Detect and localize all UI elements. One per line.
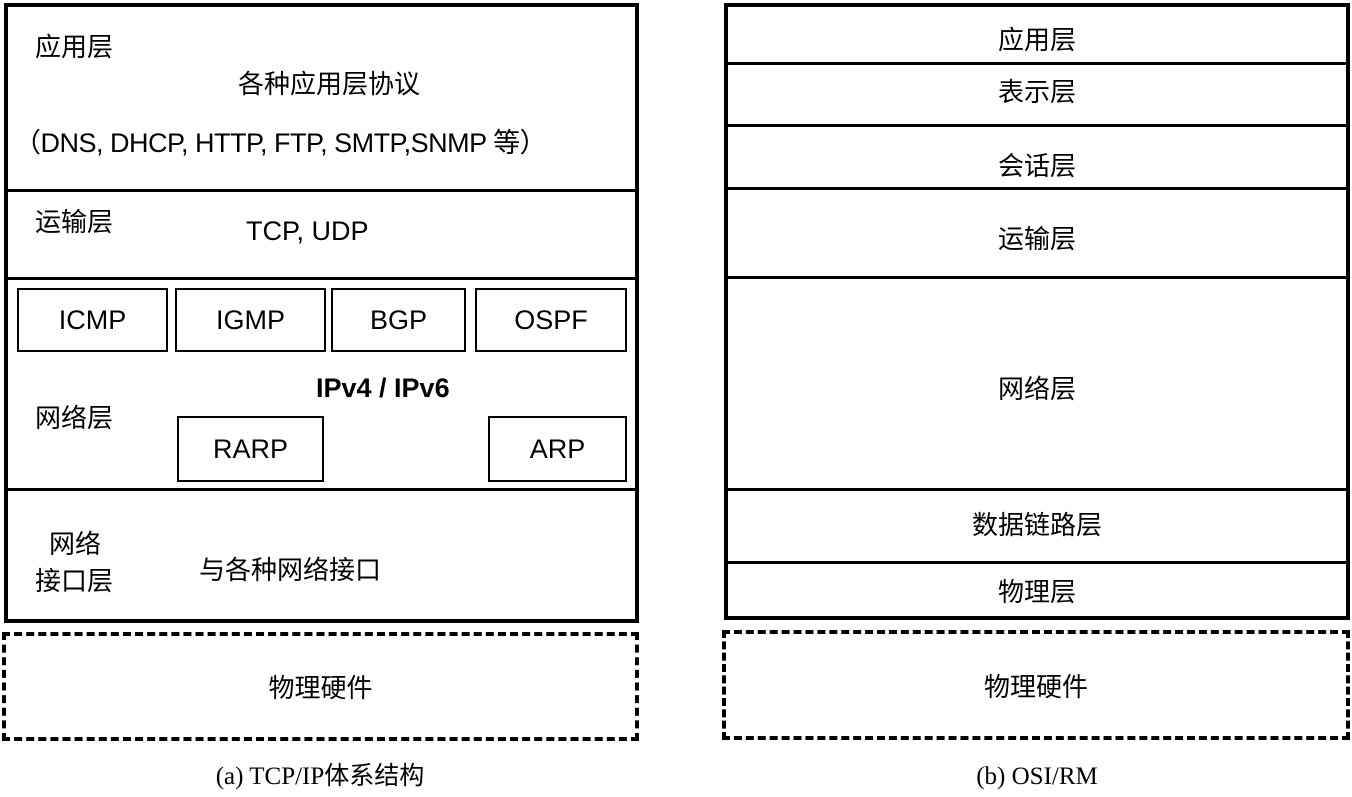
protocol-label-bgp: BGP: [369, 304, 428, 335]
tcpip-network-layer-name: 网络层: [35, 404, 114, 434]
osi-stack: [724, 3, 1350, 620]
protocol-box-igmp: IGMP: [175, 288, 326, 352]
protocol-label-rarp: RARP: [212, 433, 288, 464]
protocol-box-bgp: BGP: [331, 288, 466, 352]
tcpip-application-layer-name: 应用层: [35, 33, 114, 63]
protocol-label-igmp: IGMP: [215, 304, 285, 335]
osi-divider-5: [724, 488, 1350, 491]
tcpip-network-core: IPv4 / IPv6: [316, 373, 450, 403]
osi-layer-application: 应用层: [997, 26, 1076, 56]
tcpip-divider-network-interface: [4, 488, 639, 491]
tcpip-transport-protocols: TCP, UDP: [246, 216, 369, 246]
osi-divider-6: [724, 561, 1350, 564]
osi-divider-4: [724, 276, 1350, 279]
tcpip-interface-layer-name-line2: 接口层: [35, 567, 114, 597]
tcpip-hardware-box: 物理硬件: [2, 632, 639, 741]
protocol-label-arp: ARP: [529, 433, 586, 464]
tcpip-hardware-label: 物理硬件: [268, 674, 373, 704]
protocol-box-icmp: ICMP: [17, 288, 168, 352]
tcpip-interface-layer-name-line1: 网络: [49, 530, 102, 560]
osi-layer-physical: 物理层: [997, 578, 1076, 608]
protocol-box-ospf: OSPF: [475, 288, 627, 352]
osi-layer-presentation: 表示层: [997, 78, 1076, 108]
osi-layer-transport: 运输层: [997, 225, 1076, 255]
osi-layer-session: 会话层: [997, 152, 1076, 182]
protocol-label-icmp: ICMP: [58, 304, 127, 335]
osi-layer-datalink: 数据链路层: [971, 511, 1102, 541]
tcpip-divider-app-transport: [4, 189, 639, 192]
osi-hardware-label: 物理硬件: [983, 672, 1088, 703]
tcpip-caption: (a) TCP/IP体系结构: [215, 763, 425, 790]
osi-caption: (b) OSI/RM: [976, 763, 1098, 790]
tcpip-application-protocols: （DNS, DHCP, HTTP, FTP, SMTP,SNMP 等）: [14, 128, 547, 158]
osi-divider-1: [724, 62, 1350, 65]
osi-divider-2: [724, 124, 1350, 127]
osi-layer-network: 网络层: [997, 375, 1076, 405]
osi-divider-3: [724, 187, 1350, 190]
tcpip-divider-transport-network: [4, 277, 639, 280]
protocol-label-ospf: OSPF: [514, 304, 588, 335]
tcpip-interface-content: 与各种网络接口: [199, 556, 382, 586]
protocol-box-arp: ARP: [488, 416, 627, 482]
protocol-box-rarp: RARP: [177, 416, 324, 482]
tcpip-transport-layer-name: 运输层: [35, 208, 114, 238]
tcpip-stack: [4, 3, 639, 623]
osi-hardware-box: 物理硬件: [722, 630, 1350, 740]
tcpip-application-title: 各种应用层协议: [238, 70, 421, 100]
